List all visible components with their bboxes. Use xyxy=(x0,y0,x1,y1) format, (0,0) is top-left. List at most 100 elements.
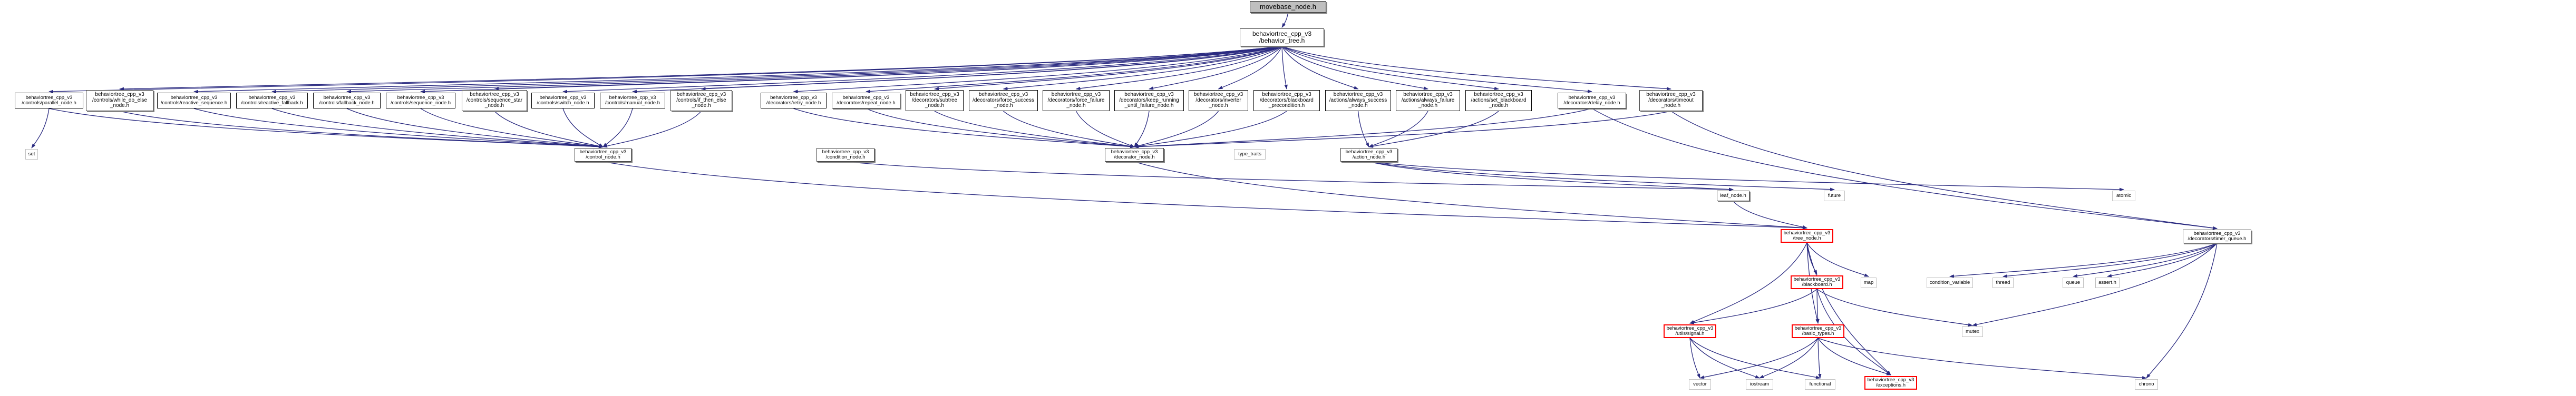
graph-edge xyxy=(48,46,1282,94)
graph-node-n38[interactable]: condition_variable xyxy=(1927,278,1973,288)
graph-node-n22[interactable]: behaviortree_cpp_v3 /actions/set_blackbo… xyxy=(1465,90,1532,111)
graph-edge xyxy=(1281,46,1359,90)
graph-node-n17[interactable]: behaviortree_cpp_v3 /decorators/keep_run… xyxy=(1114,90,1184,111)
graph-node-label: behaviortree_cpp_v3 /decorator_node.h xyxy=(1111,148,1158,160)
graph-edge xyxy=(1689,242,1807,324)
graph-node-n13[interactable]: behaviortree_cpp_v3 /decorators/repeat_n… xyxy=(832,93,900,108)
graph-node-label: behaviortree_cpp_v3 /controls/reactive_f… xyxy=(241,94,303,106)
graph-edge xyxy=(1816,289,1973,326)
graph-edge xyxy=(1281,46,1288,90)
graph-edge xyxy=(602,161,1807,230)
graph-node-n31[interactable]: leaf_node.h xyxy=(1717,191,1749,201)
graph-node-n11[interactable]: behaviortree_cpp_v3 /controls/if_then_el… xyxy=(670,90,732,111)
graph-node-n48[interactable]: behaviortree_cpp_v3 /exceptions.h xyxy=(1864,376,1917,390)
graph-node-n33[interactable]: atomic xyxy=(2112,191,2135,201)
graph-edge xyxy=(793,108,1135,148)
graph-edge xyxy=(562,108,604,147)
graph-edge xyxy=(271,108,604,148)
graph-node-n45[interactable]: vector xyxy=(1689,379,1711,390)
graph-node-n21[interactable]: behaviortree_cpp_v3 /actions/always_fail… xyxy=(1396,90,1460,111)
graph-node-n28[interactable]: behaviortree_cpp_v3 /decorator_node.h xyxy=(1105,148,1164,162)
graph-edge xyxy=(346,108,604,148)
graph-node-n2[interactable]: behaviortree_cpp_v3 /controls/parallel_n… xyxy=(15,93,83,108)
graph-node-n32[interactable]: future xyxy=(1824,191,1845,201)
graph-edge xyxy=(1817,338,1891,375)
graph-node-label: behaviortree_cpp_v3 /controls/manual_nod… xyxy=(605,94,660,106)
graph-node-n1[interactable]: behaviortree_cpp_v3 /behavior_tree.h xyxy=(1240,28,1324,46)
graph-node-n24[interactable]: behaviortree_cpp_v3 /decorators/timeout … xyxy=(1639,90,1703,111)
graph-node-label: behaviortree_cpp_v3 /condition_node.h xyxy=(822,148,869,160)
graph-node-n19[interactable]: behaviortree_cpp_v3 /decorators/blackboa… xyxy=(1253,90,1320,111)
graph-node-n16[interactable]: behaviortree_cpp_v3 /decorators/force_fa… xyxy=(1043,90,1110,111)
graph-node-n34[interactable]: behaviortree_cpp_v3 /tree_node.h xyxy=(1781,229,1833,243)
graph-node-label: behaviortree_cpp_v3 /decorators/subtree … xyxy=(910,91,959,109)
graph-node-n46[interactable]: iostream xyxy=(1746,379,1773,390)
graph-node-n14[interactable]: behaviortree_cpp_v3 /decorators/subtree … xyxy=(906,90,964,111)
graph-edge xyxy=(1003,46,1282,91)
graph-node-n35[interactable]: behaviortree_cpp_v3 /decorators/timer_qu… xyxy=(2183,230,2251,243)
graph-node-n6[interactable]: behaviortree_cpp_v3 /controls/fallback_n… xyxy=(313,93,381,108)
graph-node-n8[interactable]: behaviortree_cpp_v3 /controls/sequence_s… xyxy=(462,90,527,111)
graph-node-label: behaviortree_cpp_v3 /controls/parallel_n… xyxy=(22,94,76,106)
graph-node-n49[interactable]: chrono xyxy=(2135,379,2158,390)
graph-node-label: behaviortree_cpp_v3 /blackboard.h xyxy=(1793,276,1841,288)
graph-node-label: behaviortree_cpp_v3 /decorators/blackboa… xyxy=(1260,91,1314,109)
graph-edge xyxy=(1806,242,1891,375)
graph-node-n36[interactable]: behaviortree_cpp_v3 /blackboard.h xyxy=(1791,275,1843,289)
graph-node-n40[interactable]: queue xyxy=(2063,278,2084,288)
graph-node-n47[interactable]: functional xyxy=(1805,379,1835,390)
graph-node-n37[interactable]: map xyxy=(1861,278,1877,288)
graph-node-n4[interactable]: behaviortree_cpp_v3 /controls/reactive_s… xyxy=(157,93,231,108)
graph-node-n30[interactable]: behaviortree_cpp_v3 /action_node.h xyxy=(1340,148,1397,162)
graph-node-label: thread xyxy=(1996,279,2010,285)
graph-node-label: future xyxy=(1827,192,1841,199)
graph-node-n9[interactable]: behaviortree_cpp_v3 /controls/switch_nod… xyxy=(531,93,595,108)
graph-node-n27[interactable]: behaviortree_cpp_v3 /condition_node.h xyxy=(816,148,874,162)
graph-node-n25[interactable]: set xyxy=(25,149,38,160)
graph-edge xyxy=(31,108,50,148)
graph-edge xyxy=(1949,243,2218,278)
graph-edge xyxy=(1281,46,1671,91)
graph-node-n15[interactable]: behaviortree_cpp_v3 /decorators/force_su… xyxy=(969,90,1038,111)
graph-edge xyxy=(1134,111,1219,147)
graph-node-n42[interactable]: behaviortree_cpp_v3 /utils/signal.h xyxy=(1664,324,1716,338)
graph-edge xyxy=(1134,111,1287,148)
graph-node-n44[interactable]: mutex xyxy=(1962,326,1983,337)
graph-node-n3[interactable]: behaviortree_cpp_v3 /controls/while_do_e… xyxy=(86,90,153,111)
graph-edge xyxy=(271,46,1282,93)
graph-edge xyxy=(934,111,1135,148)
graph-node-n10[interactable]: behaviortree_cpp_v3 /controls/manual_nod… xyxy=(600,93,665,108)
graph-edge xyxy=(1003,111,1135,148)
graph-edge xyxy=(1134,108,1592,148)
graph-node-label: behaviortree_cpp_v3 /controls/switch_nod… xyxy=(537,94,589,106)
graph-node-n43[interactable]: behaviortree_cpp_v3 /basic_types.h xyxy=(1792,324,1844,338)
graph-edge xyxy=(1689,338,1700,379)
graph-edge xyxy=(1075,111,1135,147)
graph-node-n0[interactable]: movebase_node.h xyxy=(1250,1,1326,13)
graph-node-n26[interactable]: behaviortree_cpp_v3 /control_node.h xyxy=(575,148,631,162)
graph-node-label: behaviortree_cpp_v3 /decorators/repeat_n… xyxy=(837,94,896,106)
graph-node-n12[interactable]: behaviortree_cpp_v3 /decorators/retry_no… xyxy=(761,93,827,108)
graph-node-n41[interactable]: assert.h xyxy=(2095,278,2120,288)
graph-node-n5[interactable]: behaviortree_cpp_v3 /controls/reactive_f… xyxy=(236,93,308,108)
graph-node-label: behaviortree_cpp_v3 /decorators/delay_no… xyxy=(1563,94,1620,106)
graph-edge xyxy=(1075,46,1282,91)
graph-edge xyxy=(1368,161,2124,192)
graph-node-label: queue xyxy=(2066,279,2081,285)
graph-node-n7[interactable]: behaviortree_cpp_v3 /controls/sequence_n… xyxy=(386,93,455,108)
graph-edge xyxy=(1817,338,2147,380)
graph-node-n39[interactable]: thread xyxy=(1992,278,2014,288)
graph-node-n20[interactable]: behaviortree_cpp_v3 /actions/always_succ… xyxy=(1325,90,1391,111)
graph-node-n23[interactable]: behaviortree_cpp_v3 /decorators/delay_no… xyxy=(1558,93,1626,108)
graph-node-label: behaviortree_cpp_v3 /controls/sequence_s… xyxy=(466,91,523,109)
graph-node-n29[interactable]: type_traits xyxy=(1234,149,1266,160)
graph-edge xyxy=(1281,46,1428,90)
graph-node-label: behaviortree_cpp_v3 /control_node.h xyxy=(579,148,627,160)
graph-edge xyxy=(119,46,1282,91)
graph-node-label: vector xyxy=(1693,381,1707,387)
graph-node-n18[interactable]: behaviortree_cpp_v3 /decorators/inverter… xyxy=(1189,90,1248,111)
graph-edge xyxy=(934,46,1282,91)
graph-edge xyxy=(1689,338,1821,379)
graph-edge xyxy=(1149,46,1282,90)
graph-node-label: behaviortree_cpp_v3 /decorators/force_fa… xyxy=(1047,91,1105,109)
